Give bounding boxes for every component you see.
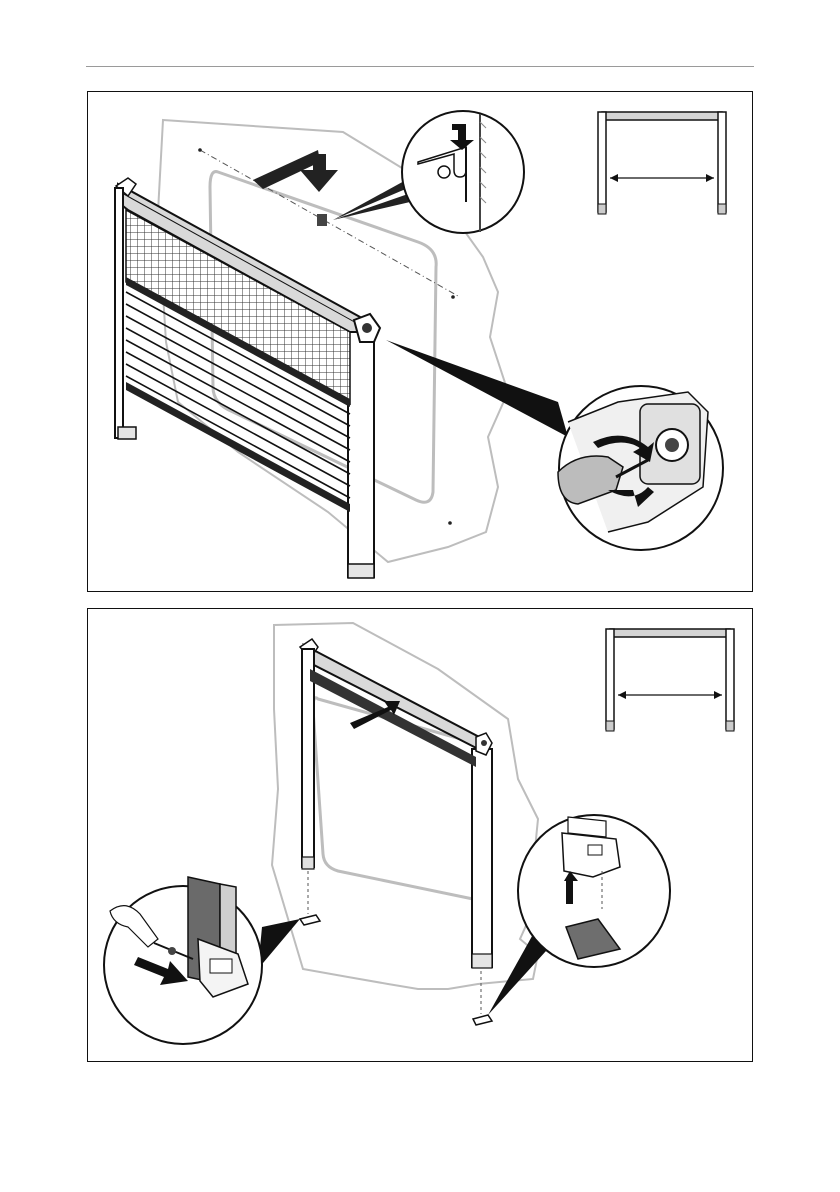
frame-width-icon xyxy=(606,629,734,731)
roller-screen-frame xyxy=(300,639,492,968)
roller-screen-frame xyxy=(115,178,380,578)
screwdriver-detail-icon xyxy=(386,340,723,550)
foot-cap-detail-icon xyxy=(488,815,670,1015)
push-down-arrow xyxy=(253,150,338,192)
header-rule xyxy=(86,66,754,67)
step-1-panel xyxy=(87,91,753,592)
step-2-panel xyxy=(87,608,753,1062)
foot-markers xyxy=(300,871,492,1025)
wall-bracket xyxy=(317,214,327,226)
screw-foot-detail-icon xyxy=(104,877,300,1044)
step-1-illustration xyxy=(88,92,754,593)
step-2-illustration xyxy=(88,609,754,1063)
hook-detail-icon xyxy=(333,111,524,233)
frame-width-icon xyxy=(598,112,726,214)
